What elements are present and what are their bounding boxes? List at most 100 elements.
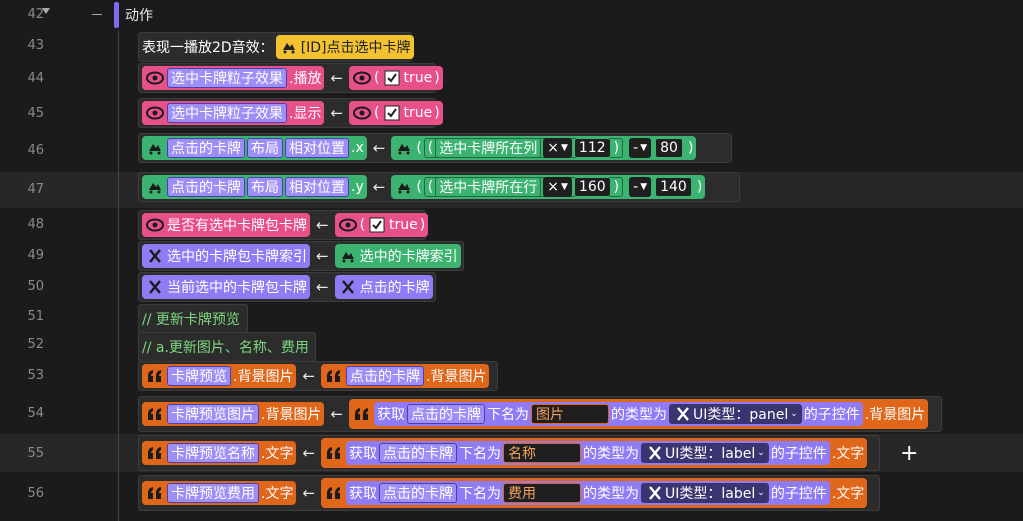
index-value-block[interactable]: 选中的卡牌索引 xyxy=(334,244,461,268)
statement-preview-bg[interactable]: 卡牌预览 .背景图片 ← 点击的卡牌 .背景图片 xyxy=(138,361,498,391)
chevron-down-icon: ▼ xyxy=(561,143,568,153)
ui-type-select[interactable]: UI类型：label⌄ xyxy=(641,483,769,503)
operator-select[interactable]: -▼ xyxy=(629,177,652,197)
statement-preview-cost[interactable]: 卡牌预览费用 .文字 ← 获取 点击的卡牌 下名为 费用 的类型为 UI类型：l… xyxy=(138,475,880,511)
statement-current-card[interactable]: 当前选中的卡牌包卡牌 ← 点击的卡牌 xyxy=(138,272,436,302)
clicked-card-bg-block[interactable]: 点击的卡牌 .背景图片 xyxy=(321,364,490,388)
statement-play-sound[interactable]: 表现一播放2D音效： [ID]点击选中卡牌 xyxy=(138,32,414,62)
object-name[interactable]: 点击的卡牌 xyxy=(167,138,245,158)
column-var[interactable]: 选中卡牌所在列 xyxy=(435,138,542,158)
preview-image-target[interactable]: 卡牌预览图片 .背景图片 xyxy=(142,402,325,426)
under-label: 下名为 xyxy=(487,407,530,423)
current-card-target[interactable]: 当前选中的卡牌包卡牌 xyxy=(142,275,310,299)
type-of-label: 的类型为 xyxy=(583,446,640,462)
layout-prop[interactable]: 布局 xyxy=(247,177,283,197)
inner-expr[interactable]: ( 选中卡牌所在列 ×▼ 112 ) xyxy=(423,138,624,158)
collapse-line-icon[interactable] xyxy=(92,14,102,15)
operator-select[interactable]: ×▼ xyxy=(543,138,572,158)
get-label: 获取 xyxy=(349,446,378,462)
bool-value-block[interactable]: ( true ) xyxy=(334,213,429,237)
number-input[interactable]: 160 xyxy=(573,177,611,197)
child-name-input[interactable]: 费用 xyxy=(503,483,582,503)
fold-arrow-icon[interactable] xyxy=(42,8,50,14)
relative-pos-prop[interactable]: 相对位置 xyxy=(285,177,349,197)
layout-x-target-block[interactable]: 点击的卡牌 布局 相对位置 .x xyxy=(142,136,367,160)
checkbox-checked-icon[interactable] xyxy=(382,104,402,122)
get-child-block[interactable]: 获取 点击的卡牌 下名为 费用 的类型为 UI类型：label⌄ 的子控件 .文… xyxy=(321,478,868,508)
layout-y-target-block[interactable]: 点击的卡牌 布局 相对位置 .y xyxy=(142,175,367,199)
sound-icon xyxy=(279,38,299,56)
preview-cost-var[interactable]: 卡牌预览费用 xyxy=(167,483,259,503)
get-child-inner[interactable]: 获取 点击的卡牌 下名为 费用 的类型为 UI类型：label⌄ 的子控件 xyxy=(346,481,830,505)
variable-x-icon xyxy=(645,444,665,462)
index-target-block[interactable]: 选中的卡牌包卡牌索引 xyxy=(142,244,310,268)
ui-type-select[interactable]: UI类型：panel⌄ xyxy=(669,404,802,424)
text-prop: .文字 xyxy=(261,446,294,462)
sound-id-block[interactable]: [ID]点击选中卡牌 xyxy=(275,35,414,59)
statement-set-x[interactable]: 点击的卡牌 布局 相对位置 .x ← ( ( 选中卡牌所在列 ×▼ 112 ) … xyxy=(138,133,732,163)
statement-particle-play[interactable]: 选中卡牌粒子效果 .播放 ← ( true ) xyxy=(138,63,443,93)
clicked-card-block[interactable]: 点击的卡牌 xyxy=(334,275,433,299)
play-sound-label: 表现一播放2D音效： xyxy=(142,40,274,56)
statement-set-y[interactable]: 点击的卡牌 布局 相对位置 .y ← ( ( 选中卡牌所在行 ×▼ 160 ) … xyxy=(138,172,740,202)
statement-preview-name[interactable]: 卡牌预览名称 .文字 ← 获取 点击的卡牌 下名为 名称 的类型为 UI类型：l… xyxy=(138,435,880,471)
particle-var-name[interactable]: 选中卡牌粒子效果 xyxy=(167,68,287,88)
particle-target-block[interactable]: 选中卡牌粒子效果 .显示 xyxy=(142,101,325,125)
quote-icon xyxy=(324,367,344,385)
paren-close: ) xyxy=(687,140,694,156)
comment-update-preview[interactable]: // 更新卡牌预览 xyxy=(138,304,248,334)
bool-text: true xyxy=(403,70,433,86)
preview-name-target[interactable]: 卡牌预览名称 .文字 xyxy=(142,441,297,465)
operator-select[interactable]: -▼ xyxy=(629,138,652,158)
math-expr-block[interactable]: ( ( 选中卡牌所在列 ×▼ 112 ) -▼ 80 ) xyxy=(391,136,697,160)
has-selected-target[interactable]: 是否有选中卡牌包卡牌 xyxy=(142,213,310,237)
bool-value-block[interactable]: ( true ) xyxy=(349,66,443,90)
has-selected-var: 是否有选中卡牌包卡牌 xyxy=(167,218,307,234)
statement-has-selected[interactable]: 是否有选中卡牌包卡牌 ← ( true ) xyxy=(138,210,429,240)
comment-update-fields[interactable]: // a.更新图片、名称、费用 xyxy=(138,332,316,362)
statement-selected-index[interactable]: 选中的卡牌包卡牌索引 ← 选中的卡牌索引 xyxy=(138,241,464,271)
result-prop: .文字 xyxy=(831,446,865,462)
clicked-card-var[interactable]: 点击的卡牌 xyxy=(346,366,425,386)
line-number: 52 xyxy=(27,337,44,352)
relative-pos-prop[interactable]: 相对位置 xyxy=(285,138,349,158)
inner-expr[interactable]: ( 选中卡牌所在行 ×▼ 160 ) xyxy=(423,177,624,197)
operator-select[interactable]: ×▼ xyxy=(543,177,572,197)
get-child-inner[interactable]: 获取 点击的卡牌 下名为 名称 的类型为 UI类型：label⌄ 的子控件 xyxy=(346,441,830,465)
sound-icon xyxy=(394,139,414,157)
child-name-input[interactable]: 名称 xyxy=(503,443,582,463)
get-child-inner[interactable]: 获取 点击的卡牌 下名为 图片 的类型为 UI类型：panel⌄ 的子控件 xyxy=(374,402,863,426)
statement-preview-image[interactable]: 卡牌预览图片 .背景图片 ← 获取 点击的卡牌 下名为 图片 的类型为 UI类型… xyxy=(138,396,942,432)
object-name[interactable]: 点击的卡牌 xyxy=(167,177,245,197)
checkbox-checked-icon[interactable] xyxy=(367,216,387,234)
sound-icon xyxy=(145,139,165,157)
preview-var[interactable]: 卡牌预览 xyxy=(167,366,231,386)
statement-particle-show[interactable]: 选中卡牌粒子效果 .显示 ← ( true ) xyxy=(138,98,443,128)
layout-prop[interactable]: 布局 xyxy=(247,138,283,158)
number-input[interactable]: 80 xyxy=(655,138,683,158)
particle-target-block[interactable]: 选中卡牌粒子效果 .播放 xyxy=(142,66,325,90)
preview-target-block[interactable]: 卡牌预览 .背景图片 xyxy=(142,364,297,388)
particle-var-name[interactable]: 选中卡牌粒子效果 xyxy=(167,103,287,123)
bool-value-block[interactable]: ( true ) xyxy=(349,101,443,125)
source-var[interactable]: 点击的卡牌 xyxy=(407,404,486,424)
result-prop: .背景图片 xyxy=(864,407,926,423)
source-var[interactable]: 点击的卡牌 xyxy=(379,483,458,503)
get-child-block[interactable]: 获取 点击的卡牌 下名为 图片 的类型为 UI类型：panel⌄ 的子控件 .背… xyxy=(349,399,929,429)
assign-arrow: ← xyxy=(372,178,386,196)
preview-image-var[interactable]: 卡牌预览图片 xyxy=(167,404,259,424)
eye-icon xyxy=(145,216,165,234)
get-child-block[interactable]: 获取 点击的卡牌 下名为 名称 的类型为 UI类型：label⌄ 的子控件 .文… xyxy=(321,438,868,468)
child-name-input[interactable]: 图片 xyxy=(531,404,610,424)
ui-type-select[interactable]: UI类型：label⌄ xyxy=(641,443,769,463)
number-input[interactable]: 112 xyxy=(573,138,611,158)
number-input[interactable]: 140 xyxy=(655,177,692,197)
math-expr-block[interactable]: ( ( 选中卡牌所在行 ×▼ 160 ) -▼ 140 ) xyxy=(391,175,706,199)
quote-icon xyxy=(352,405,372,423)
preview-cost-target[interactable]: 卡牌预览费用 .文字 xyxy=(142,481,297,505)
assign-arrow: ← xyxy=(302,367,316,385)
preview-name-var[interactable]: 卡牌预览名称 xyxy=(167,443,259,463)
checkbox-checked-icon[interactable] xyxy=(382,69,402,87)
source-var[interactable]: 点击的卡牌 xyxy=(379,443,458,463)
row-var[interactable]: 选中卡牌所在行 xyxy=(435,177,542,197)
